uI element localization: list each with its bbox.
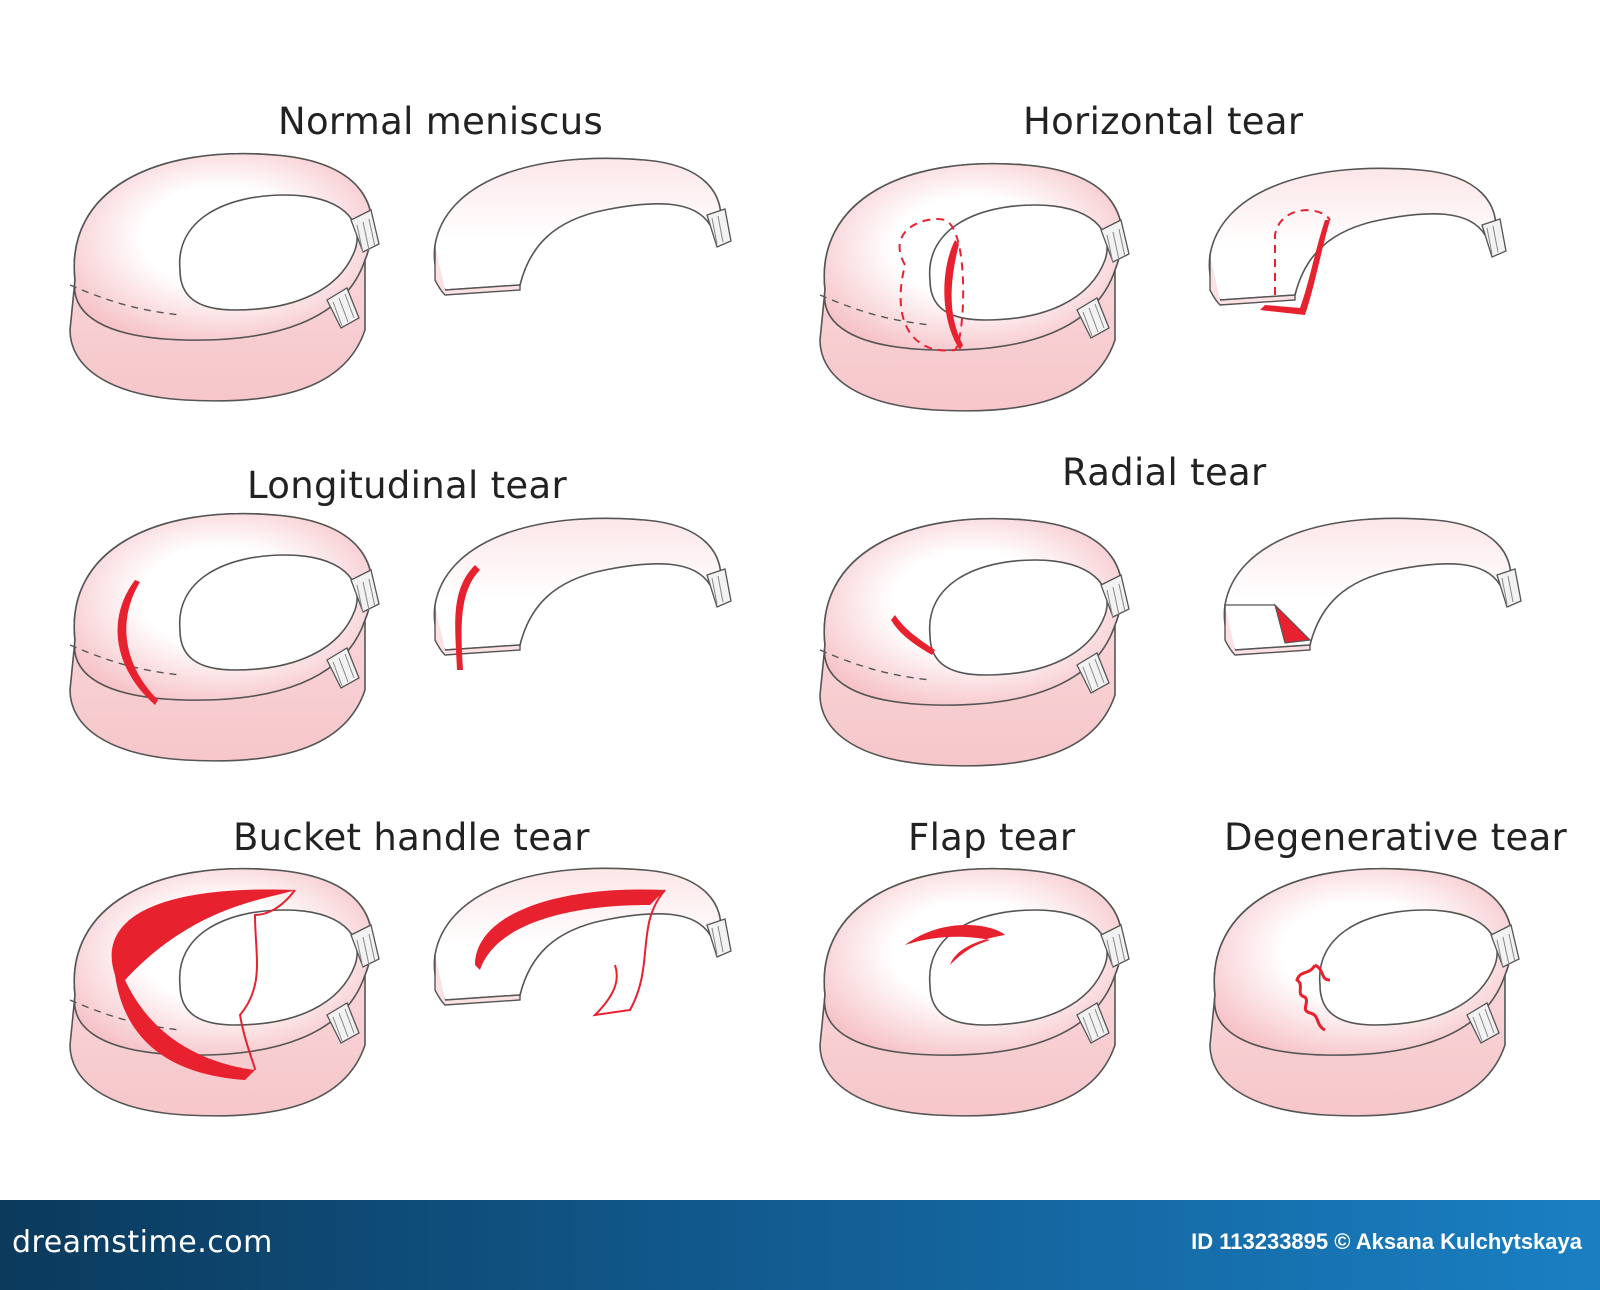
label-normal-meniscus: Normal meniscus xyxy=(278,100,604,143)
radial-ring xyxy=(819,517,1130,767)
label-longitudinal-tear: Longitudinal tear xyxy=(247,464,567,507)
label-bucket-handle-tear: Bucket handle tear xyxy=(233,816,590,859)
horizontal-segment xyxy=(1208,167,1507,315)
normal-ring xyxy=(69,152,380,402)
bucket-handle-ring xyxy=(69,867,380,1117)
longitudinal-ring xyxy=(69,512,380,762)
flap-ring xyxy=(819,867,1130,1117)
bucket-handle-segment xyxy=(433,867,732,1017)
degenerative-ring xyxy=(1209,867,1520,1117)
radial-segment xyxy=(1223,517,1522,656)
dreamstime-logo: dreamstime.com xyxy=(12,1225,273,1260)
horizontal-ring xyxy=(819,162,1130,412)
normal-segment xyxy=(433,157,732,296)
label-radial-tear: Radial tear xyxy=(1062,451,1267,494)
label-flap-tear: Flap tear xyxy=(908,816,1076,859)
label-horizontal-tear: Horizontal tear xyxy=(1023,100,1304,143)
watermark-footer: dreamstime.com ID 113233895 © Aksana Kul… xyxy=(0,1200,1600,1290)
meniscus-diagram xyxy=(69,152,1522,1117)
longitudinal-segment xyxy=(433,517,732,670)
image-credit: ID 113233895 © Aksana Kulchytskaya xyxy=(1191,1229,1582,1254)
label-degenerative-tear: Degenerative tear xyxy=(1224,816,1568,859)
